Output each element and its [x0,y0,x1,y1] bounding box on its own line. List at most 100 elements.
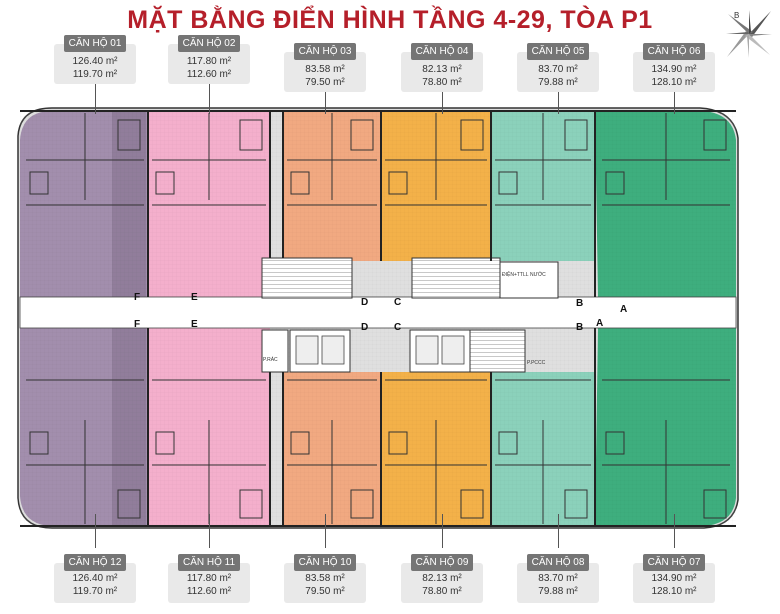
apartment-name: CĂN HỘ 08 [527,554,589,571]
marker-a-top: A [620,304,628,315]
area-net: 128.10 m² [651,586,697,597]
connector-02 [209,84,210,114]
room-outline [290,171,310,195]
marker-a-bottom: A [596,318,604,329]
marker-e-bottom: E [191,319,198,330]
apartment-name: CĂN HỘ 04 [411,43,473,60]
apartment-name: CĂN HỘ 07 [643,554,705,571]
area-gross: 134.90 m² [651,573,697,584]
compass-label: B [734,11,739,20]
label-apartment-09[interactable]: CĂN HỘ 09 82.13 m² 78.80 m² [401,554,483,603]
label-apartment-07[interactable]: CĂN HỘ 07 134.90 m² 128.10 m² [633,554,715,603]
label-apartment-01[interactable]: CĂN HỘ 01 126.40 m² 119.70 m² [54,35,136,84]
room-outline [350,119,374,151]
area-net: 119.70 m² [72,586,118,597]
area-net: 119.70 m² [72,69,118,80]
connector-09 [442,514,443,548]
room-elec-tech: ĐIỆN+TTLL [502,272,529,278]
connector-06 [674,92,675,114]
apartment-name: CĂN HỘ 03 [294,43,356,60]
area-gross: 83.58 m² [305,573,345,584]
connector-08 [558,514,559,548]
page-title: MẶT BẰNG ĐIỂN HÌNH TẦNG 4-29, TÒA P1 [127,6,653,34]
corridor [19,296,737,329]
marker-d-top: D [361,297,369,308]
room-outline [117,119,141,151]
connector-07 [674,514,675,548]
room-outline [155,431,175,455]
marker-e-top: E [191,292,198,303]
interior-walls [26,113,730,524]
stair-core-top [261,257,559,299]
label-apartment-05[interactable]: CĂN HỘ 05 83.70 m² 79.88 m² [517,43,599,92]
connector-01 [95,84,96,114]
marker-d-bottom: D [361,322,369,333]
room-outline [155,171,175,195]
room-outline [290,431,310,455]
room-outline [460,119,484,151]
marker-b-bottom: B [576,322,584,333]
area-gross: 117.80 m² [186,56,232,67]
label-apartment-04[interactable]: CĂN HỘ 04 82.13 m² 78.80 m² [401,43,483,92]
area-net: 112.60 m² [186,69,232,80]
room-outline [460,489,484,519]
elevator-core-bottom [261,329,526,373]
room-outline [239,119,263,151]
connector-05 [558,92,559,114]
apartment-name: CĂN HỘ 01 [64,35,126,52]
area-gross: 134.90 m² [651,64,697,75]
area-net: 79.88 m² [538,586,578,597]
area-net: 79.88 m² [538,77,578,88]
label-apartment-06[interactable]: CĂN HỘ 06 134.90 m² 128.10 m² [633,43,715,92]
label-apartment-10[interactable]: CĂN HỘ 10 83.58 m² 79.50 m² [284,554,366,603]
room-outline [703,489,727,519]
room-outline [605,171,625,195]
area-gross: 126.40 m² [72,573,118,584]
room-outline [498,171,518,195]
room-outline [388,431,408,455]
marker-c-top: C [394,297,402,308]
room-outline [239,489,263,519]
room-pccc: P.PCCC [527,360,546,366]
room-outline [29,171,49,195]
room-outline [564,489,588,519]
compass-icon: B [726,10,772,58]
area-gross: 82.13 m² [422,573,462,584]
area-net: 79.50 m² [305,77,345,88]
room-outline [498,431,518,455]
label-apartment-12[interactable]: CĂN HỘ 12 126.40 m² 119.70 m² [54,554,136,603]
marker-b-top: B [576,298,584,309]
area-gross: 83.70 m² [538,64,578,75]
area-net: 78.80 m² [422,586,462,597]
room-outline [703,119,727,151]
label-apartment-08[interactable]: CĂN HỘ 08 83.70 m² 79.88 m² [517,554,599,603]
unit-separators [20,110,736,527]
area-gross: 82.13 m² [422,64,462,75]
connector-11 [209,514,210,548]
room-outline [564,119,588,151]
room-outline [605,431,625,455]
area-net: 112.60 m² [186,586,232,597]
connector-12 [95,514,96,548]
room-outline [388,171,408,195]
connector-03 [325,92,326,114]
connector-10 [325,514,326,548]
room-outline [350,489,374,519]
connector-04 [442,92,443,114]
area-gross: 83.70 m² [538,573,578,584]
label-apartment-02[interactable]: CĂN HỘ 02 117.80 m² 112.60 m² [168,35,250,84]
apartment-12[interactable] [20,328,148,526]
area-gross: 117.80 m² [186,573,232,584]
apartment-name: CĂN HỘ 12 [64,554,126,571]
marker-f-bottom: F [134,319,141,330]
label-apartment-11[interactable]: CĂN HỘ 11 117.80 m² 112.60 m² [168,554,250,603]
area-net: 79.50 m² [305,586,345,597]
apartment-name: CĂN HỘ 05 [527,43,589,60]
room-trash: P.RÁC [263,357,278,363]
label-apartment-03[interactable]: CĂN HỘ 03 83.58 m² 79.50 m² [284,43,366,92]
apartment-name: CĂN HỘ 10 [294,554,356,571]
apartment-name: CĂN HỘ 02 [178,35,240,52]
apartment-01[interactable] [20,111,148,297]
apartment-name: CĂN HỘ 09 [411,554,473,571]
